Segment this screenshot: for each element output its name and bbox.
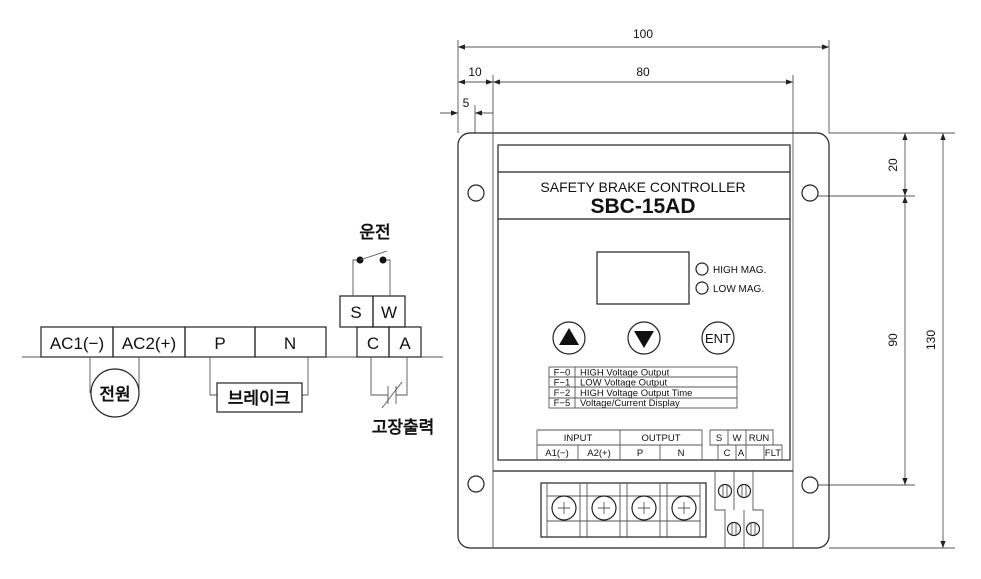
enter-button[interactable]: ENT	[701, 321, 735, 355]
w-label: W	[733, 433, 742, 444]
screw-icon	[745, 521, 761, 537]
function-desc: LOW Voltage Output	[580, 378, 667, 389]
terminal-s: S	[350, 303, 361, 322]
power-label: 전원	[99, 385, 130, 404]
terminal-strip: AC1(−) AC2(+) P N	[40, 326, 327, 358]
brake-label: 브레이크	[228, 389, 291, 408]
a1-label: A1(−)	[545, 448, 569, 459]
function-table: F−0 HIGH Voltage Output F−1 LOW Voltage …	[548, 366, 738, 409]
function-desc: HIGH Voltage Output Time	[580, 388, 692, 399]
dim-100: 100	[633, 27, 653, 41]
p-label: P	[637, 448, 643, 459]
terminal-p: P	[214, 334, 225, 353]
high-mag-label: HIGH MAG.	[713, 265, 766, 276]
screw-icon	[736, 483, 752, 499]
function-code: F−2	[554, 388, 571, 399]
display-window	[596, 251, 690, 305]
dim-5: 5	[463, 96, 470, 110]
function-desc: HIGH Voltage Output	[580, 368, 670, 379]
function-desc: Voltage/Current Display	[580, 398, 680, 409]
power-source-symbol	[90, 368, 140, 418]
a2-label: A2(+)	[587, 448, 611, 459]
relay-terminals: S W C A	[339, 295, 422, 358]
dim-130: 130	[924, 330, 938, 350]
screw-icon	[726, 521, 742, 537]
terminal-w: W	[381, 303, 397, 322]
c-label: C	[724, 448, 731, 459]
enter-label: ENT	[705, 331, 731, 346]
signal-terminal-block	[714, 471, 764, 548]
screw-icon	[591, 495, 617, 521]
input-label: INPUT	[564, 433, 593, 444]
dim-80: 80	[636, 65, 650, 79]
up-arrow-icon	[559, 328, 579, 345]
mounting-hole	[801, 476, 819, 494]
flt-label: FLT	[765, 448, 781, 459]
terminal-n: N	[284, 334, 296, 353]
output-label: OUTPUT	[641, 433, 680, 444]
high-mag-led	[695, 262, 709, 276]
front-panel	[497, 144, 791, 461]
terminal-ac1: AC1(−)	[50, 334, 104, 353]
run-label: 운전	[359, 223, 390, 242]
panel-subtitle: SAFETY BRAKE CONTROLLER	[540, 179, 745, 195]
fault-output-label: 고장출력	[372, 418, 435, 437]
model-name: SBC-15AD	[590, 195, 695, 218]
power-terminal-block	[540, 482, 707, 538]
low-mag-led	[695, 281, 709, 295]
wiring-diagram: AC1(−) AC2(+) P N S W C A 전원 브레이크 운전 고장출…	[22, 223, 443, 437]
terminal-ac2: AC2(+)	[122, 334, 176, 353]
dim-20: 20	[886, 158, 900, 172]
terminal-c: C	[367, 334, 379, 353]
terminal-a: A	[399, 334, 411, 353]
dimension-lines: 100 10 80 5 20 90 130	[440, 27, 955, 549]
function-code: F−0	[554, 368, 571, 379]
low-mag-label: LOW MAG.	[713, 284, 764, 295]
controller-front-view: SAFETY BRAKE CONTROLLER SBC-15AD HIGH MA…	[457, 132, 830, 549]
terminal-label-table: INPUT OUTPUT A1(−) A2(+) P N S W RUN C A…	[536, 429, 783, 460]
up-button[interactable]	[552, 321, 586, 355]
n-label: N	[678, 448, 685, 459]
mounting-hole	[467, 475, 485, 493]
down-button[interactable]	[627, 321, 661, 355]
screw-icon	[551, 495, 577, 521]
s-label: S	[716, 433, 722, 444]
mounting-hole	[467, 184, 485, 202]
down-arrow-icon	[634, 331, 654, 348]
screw-icon	[671, 495, 697, 521]
mounting-hole	[801, 184, 819, 202]
run-terminal-label: RUN	[749, 433, 770, 444]
brake-box	[216, 382, 303, 413]
screw-icon	[631, 495, 657, 521]
function-code: F−5	[554, 398, 571, 409]
screw-icon	[717, 483, 733, 499]
dim-90: 90	[886, 333, 900, 347]
function-code: F−1	[554, 378, 571, 389]
dim-10: 10	[468, 65, 482, 79]
a-label: A	[738, 448, 745, 459]
